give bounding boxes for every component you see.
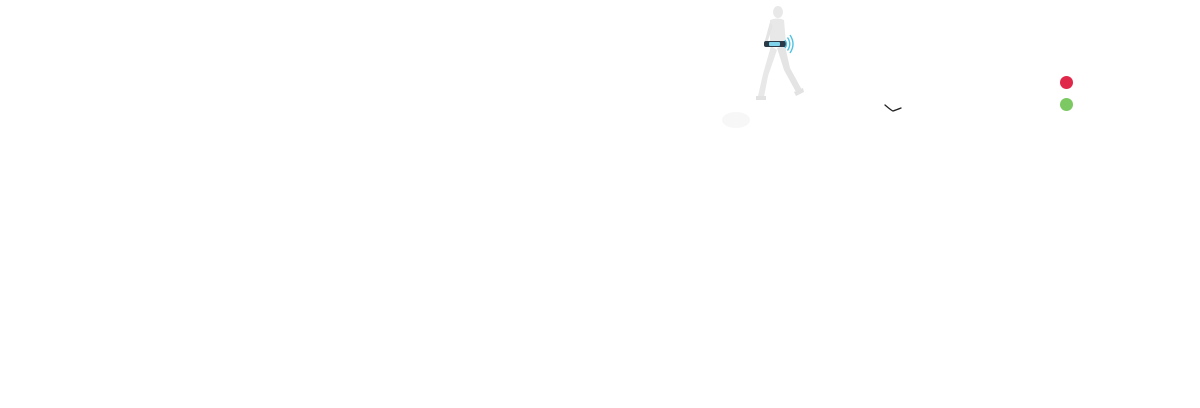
figure-leg-front: [777, 46, 802, 92]
green-status-dot[interactable]: [1060, 98, 1073, 111]
ground-shadow: [716, 104, 756, 134]
figure-shoe-back: [756, 96, 766, 100]
figure-head: [773, 6, 783, 18]
figure-torso: [770, 18, 786, 46]
figure-arm: [764, 22, 773, 46]
walking-person-illustration: [748, 4, 808, 104]
wireless-signal-icon: [784, 34, 794, 54]
walking-person-icon: [756, 6, 804, 100]
chevron-down-icon[interactable]: [882, 102, 904, 116]
figure-leg-back: [758, 46, 777, 97]
figure-shoe-front: [794, 88, 804, 96]
belt-sensor-window: [769, 42, 780, 46]
red-status-dot[interactable]: [1060, 76, 1073, 89]
